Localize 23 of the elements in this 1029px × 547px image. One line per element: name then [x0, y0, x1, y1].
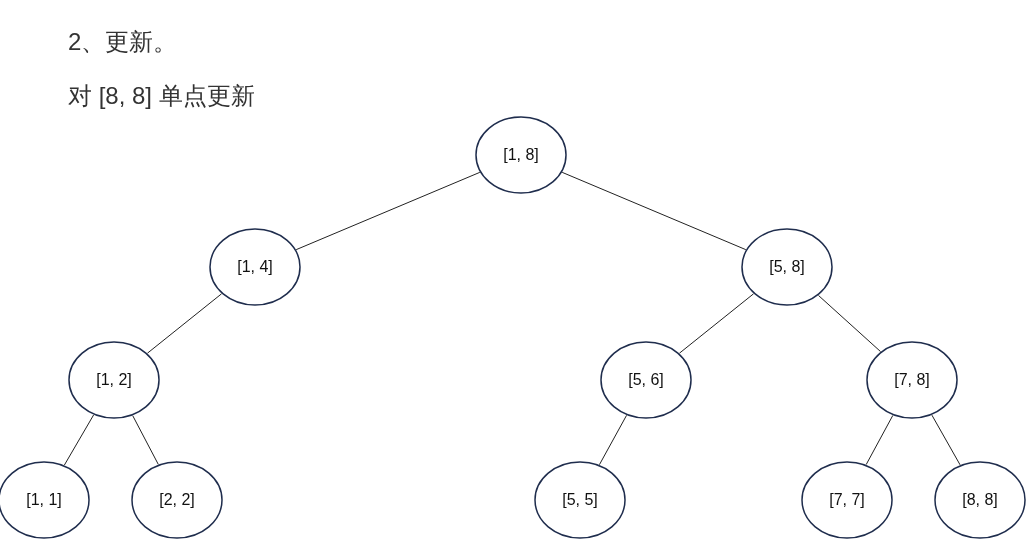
node-label: [1, 2]: [96, 371, 132, 389]
node-label: [2, 2]: [159, 491, 195, 509]
node-label: [1, 4]: [237, 258, 273, 276]
connector-line: [931, 414, 961, 466]
connector-line: [132, 415, 159, 465]
connector-line: [561, 171, 747, 251]
node-label: [1, 1]: [26, 491, 62, 509]
node-label: [8, 8]: [962, 491, 998, 509]
node-label: [5, 6]: [628, 371, 664, 389]
connector-line: [678, 293, 755, 354]
connector-line: [146, 293, 223, 354]
connector-line: [295, 171, 481, 251]
section-heading: 2、更新。: [68, 27, 178, 57]
node-label: [7, 8]: [894, 371, 930, 389]
node-label: [5, 5]: [562, 491, 598, 509]
node-label: [1, 8]: [503, 146, 539, 164]
connector-line: [63, 414, 95, 466]
connector-line: [598, 414, 628, 466]
connector-line: [817, 294, 882, 353]
node-label: [7, 7]: [829, 491, 865, 509]
connector-line: [865, 414, 894, 466]
description-text: 对 [8, 8] 单点更新: [68, 81, 255, 111]
node-label: [5, 8]: [769, 258, 805, 276]
